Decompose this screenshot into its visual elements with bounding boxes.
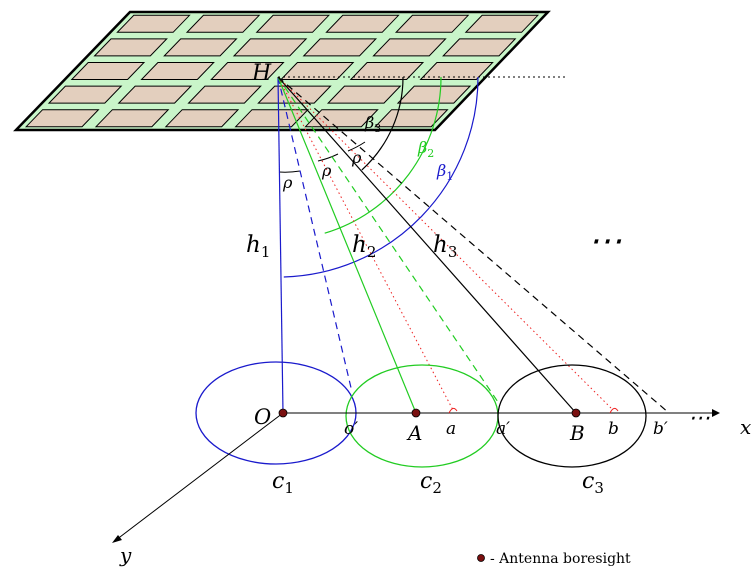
antenna-element-tile [372,38,447,57]
antenna-element-tile [326,85,402,104]
label-beta3: β3 [364,113,381,135]
beam-h2-edge-dashed [277,76,501,406]
antenna-element-tile [47,85,123,104]
aux-tick-b [609,407,619,414]
antenna-element-tile [187,85,262,104]
label-y: y [119,543,132,567]
label-c3: c3 [582,469,604,497]
antenna-element-tile [325,14,400,33]
antenna-element-tile [396,85,472,104]
legend-boresight-marker [477,554,485,562]
coverage-circle-c2 [345,364,499,468]
boresight-point-O [278,408,288,418]
antenna-panel [13,10,551,132]
y-axis [115,412,284,541]
antenna-element-tile [140,62,215,80]
antenna-element-tile [394,14,470,33]
label-x: x [740,415,751,439]
label-B: B [569,421,585,445]
antenna-element-tile [94,109,170,128]
boresight-point-B [571,408,581,418]
antenna-element-tile [302,38,378,57]
beam-h2-line [277,76,417,414]
antenna-element-tile [163,38,238,57]
ellipsis-more-beams: ⋯ [588,221,622,261]
antenna-element-tile [234,109,310,128]
label-O: O [254,405,271,429]
antenna-element-tile [255,14,331,33]
y-axis-arrowhead [112,535,122,543]
label-rho-1: ρ [282,173,293,192]
label-b-prime: b′ [653,419,668,439]
antenna-element-tile [464,14,540,33]
antenna-element-tile [232,38,308,57]
antenna-element-tile [93,38,168,57]
antenna-element-tile [349,62,425,80]
beta2-arc [324,76,442,234]
antenna-element-tile [210,62,285,80]
rho-arc-3 [347,141,366,152]
label-c1: c1 [272,469,294,497]
label-h2: h2 [352,232,376,261]
antenna-element-tile [70,62,146,80]
beam-h3-line [277,76,577,414]
label-b: b [608,419,619,439]
antenna-element-tile [257,85,332,104]
antenna-element-tile [116,14,191,33]
coverage-circle-c3 [497,364,647,468]
label-rho-3: ρ [351,148,362,167]
legend: - Antenna boresight [477,551,631,567]
label-beta1: β1 [436,161,453,183]
beam-h1-line [277,76,284,414]
antenna-element-tile [279,62,355,80]
label-beta2: β2 [417,138,434,160]
beam-h1-edge-dashed [277,76,353,393]
label-o-prime: o′ [344,419,358,439]
aux-tick-a [448,407,458,414]
label-H: H [251,61,272,86]
antenna-element-tile [164,109,240,128]
legend-label: - Antenna boresight [490,551,631,567]
boresight-point-A [411,408,421,418]
beta1-arc [283,76,479,278]
label-c2: c2 [420,469,442,497]
x-axis-arrowhead [712,409,720,417]
axis-ellipsis: ⋯ [688,406,710,431]
antenna-element-tile [117,85,193,104]
label-h3: h3 [433,232,457,261]
label-a-prime: a′ [496,419,510,439]
antenna-element-tile [374,109,449,128]
label-a: a [446,419,456,439]
antenna-elements [24,14,540,128]
rho-arc-2 [317,153,339,162]
rho-arc-1 [278,170,301,173]
antenna-element-tile [185,14,261,33]
beam-h3-edge-dashed [277,76,670,414]
label-A: A [406,421,422,445]
antenna-element-tile [442,38,517,57]
beta3-arc [361,76,404,171]
label-h1: h1 [246,232,270,261]
antenna-element-tile [419,62,494,80]
antenna-element-tile [24,109,100,128]
label-rho-2: ρ [321,161,332,180]
